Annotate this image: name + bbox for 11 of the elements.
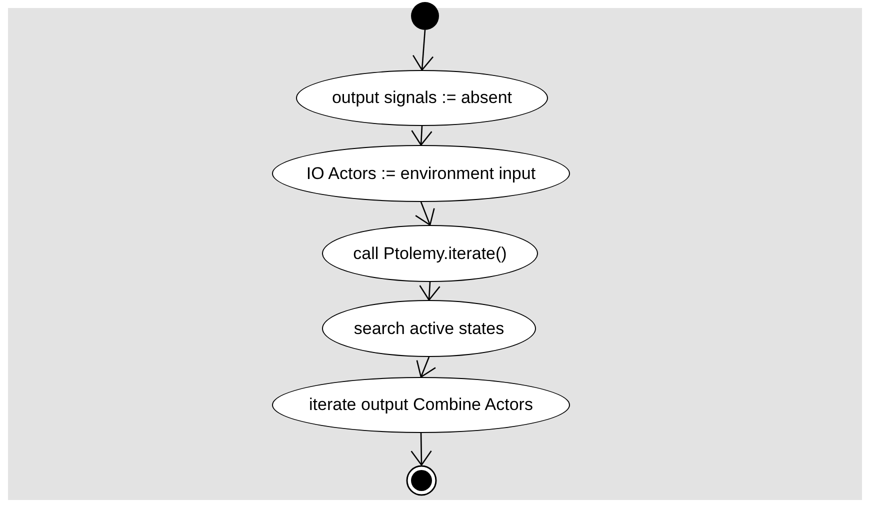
arrow [410,432,432,466]
arrow [416,356,436,378]
action-label: iterate output Combine Actors [309,395,533,415]
arrow [414,202,435,226]
action-label: search active states [354,318,504,338]
action-label: call Ptolemy.iterate() [353,244,507,264]
arrow [411,126,432,146]
action-label: output signals := absent [332,88,512,108]
action-label: IO Actors := environment input [306,164,536,184]
arrow [419,282,440,301]
arrow [412,30,434,71]
